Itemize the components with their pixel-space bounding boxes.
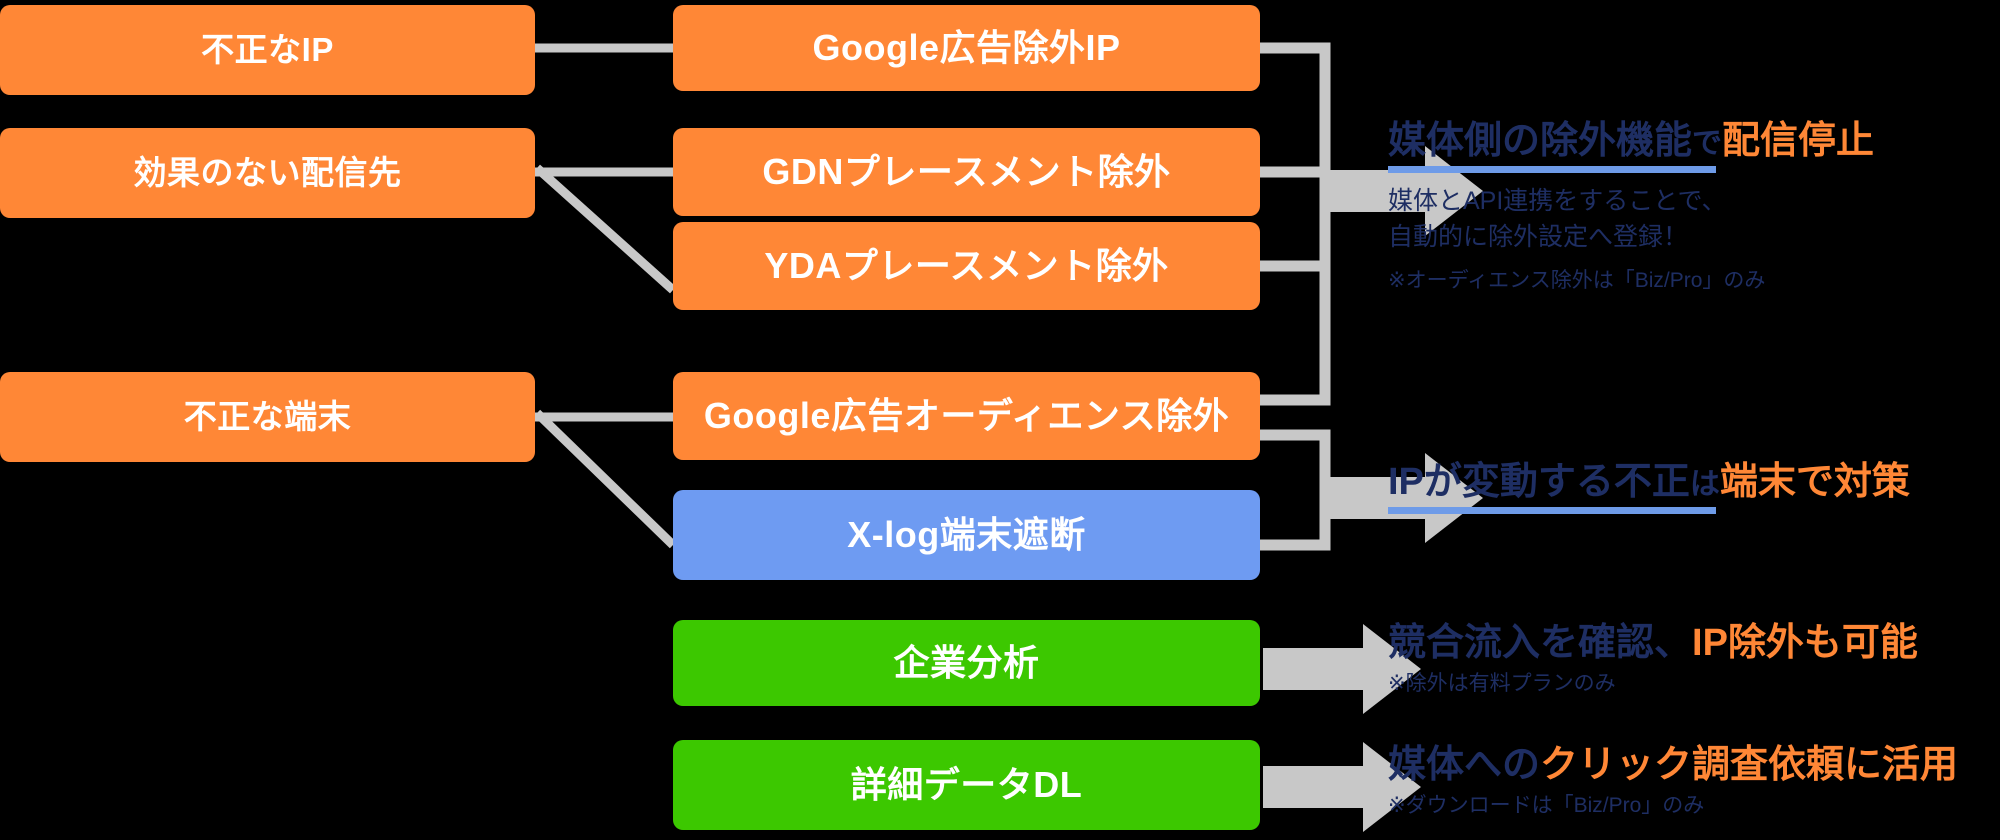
- callout-body-line: 自動的に除外設定へ登録！: [1388, 223, 1689, 252]
- node-label: 企業分析: [893, 642, 1040, 684]
- node-company-analysis[interactable]: 企業分析: [673, 620, 1260, 706]
- bracket-device-countermeasure: [1260, 429, 1331, 551]
- callout-headline-main: 媒体側の除外機能: [1388, 120, 1693, 162]
- node-label: Google広告除外IP: [812, 27, 1121, 69]
- callout-headline: IPが変動する不正は端末で対策: [1388, 461, 1948, 503]
- callout-headline: 媒体へのクリック調査依頼に活用: [1388, 744, 1968, 786]
- arrow-detail-data-dl: [1263, 742, 1421, 832]
- callout-headline: 媒体側の除外機能で配信停止: [1388, 120, 1948, 162]
- callout-click-investigation: 媒体へのクリック調査依頼に活用 ※ダウンロードは「Biz/Pro」のみ: [1388, 744, 1968, 819]
- node-label: Google広告オーディエンス除外: [703, 395, 1230, 437]
- node-google-ads-exclude-ip[interactable]: Google広告除外IP: [673, 5, 1260, 91]
- wire-placement-to-yda: [533, 164, 677, 294]
- node-google-ads-audience-exclude[interactable]: Google広告オーディエンス除外: [673, 372, 1260, 460]
- callout-underline: [1388, 506, 1716, 514]
- node-bad-placement[interactable]: 効果のない配信先: [0, 128, 535, 218]
- callout-note: ※除外は有料プランのみ: [1388, 671, 1616, 695]
- node-label: X-log端末遮断: [847, 514, 1086, 556]
- callout-headline-particle: で: [1692, 127, 1723, 160]
- node-detail-data-dl[interactable]: 詳細データDL: [673, 740, 1260, 830]
- arrow-company-analysis: [1263, 624, 1421, 714]
- callout-headline-accent: IP除外も可能: [1692, 622, 1918, 664]
- callout-device-countermeasure: IPが変動する不正は端末で対策: [1388, 461, 1948, 514]
- arrow-device-countermeasure: [1325, 453, 1483, 543]
- node-label: YDAプレースメント除外: [764, 245, 1169, 287]
- callout-headline-main: 競合流入を確認、: [1388, 622, 1693, 664]
- node-label: 効果のない配信先: [133, 153, 402, 191]
- callout-headline: 競合流入を確認、IP除外も可能: [1388, 622, 1968, 664]
- node-label: 不正な端末: [183, 397, 352, 435]
- bracket-media-exclusion: [1260, 42, 1331, 406]
- callout-note: ※ダウンロードは「Biz/Pro」のみ: [1388, 793, 1705, 817]
- callout-headline-particle: は: [1689, 468, 1720, 501]
- node-bad-device[interactable]: 不正な端末: [0, 372, 535, 462]
- node-bad-ip[interactable]: 不正なIP: [0, 5, 535, 95]
- callout-underline: [1388, 165, 1716, 173]
- callout-headline-accent: 配信停止: [1722, 120, 1875, 162]
- callout-headline-accent: クリック調査依頼に活用: [1540, 744, 1959, 786]
- callout-note: ※オーディエンス除外は「Biz/Pro」のみ: [1388, 269, 1766, 293]
- callout-headline-main: IPが変動する不正: [1388, 461, 1690, 503]
- callout-body-line: 媒体とAPI連携をすることで、: [1388, 186, 1727, 215]
- callout-competitor-inflow: 競合流入を確認、IP除外も可能 ※除外は有料プランのみ: [1388, 622, 1968, 697]
- node-label: 不正なIP: [201, 30, 334, 68]
- callout-media-side-exclusion: 媒体側の除外機能で配信停止 媒体とAPI連携をすることで、 自動的に除外設定へ登…: [1388, 120, 1948, 294]
- node-xlog-device-block[interactable]: X-log端末遮断: [673, 490, 1260, 580]
- node-gdn-placement-exclude[interactable]: GDNプレースメント除外: [673, 128, 1260, 216]
- wire-device-to-xlog: [533, 409, 677, 549]
- node-label: GDNプレースメント除外: [762, 151, 1171, 193]
- callout-headline-accent: 端末で対策: [1719, 461, 1910, 503]
- node-yda-placement-exclude[interactable]: YDAプレースメント除外: [673, 222, 1260, 310]
- callout-body: 媒体とAPI連携をすることで、 自動的に除外設定へ登録！: [1388, 183, 1948, 256]
- node-label: 詳細データDL: [850, 764, 1083, 806]
- callout-headline-main: 媒体への: [1388, 744, 1541, 786]
